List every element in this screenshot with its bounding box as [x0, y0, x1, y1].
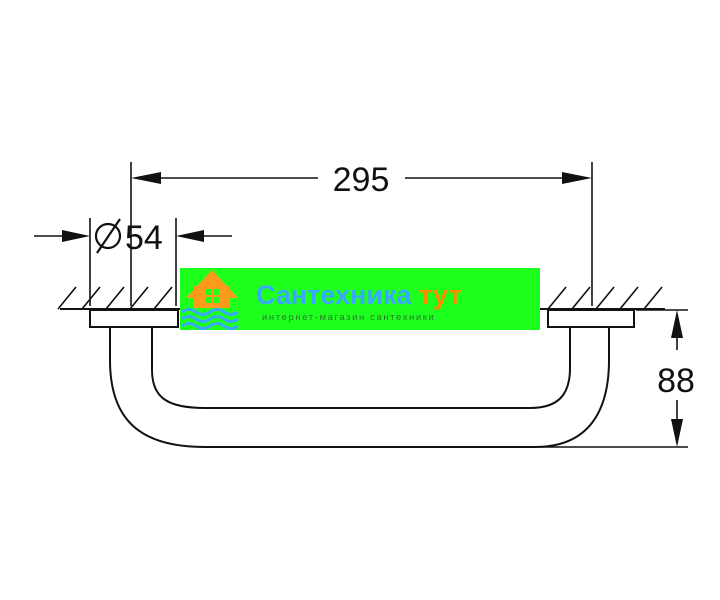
mounting-flange-right: [547, 309, 635, 328]
dimension-length: [130, 162, 593, 306]
diameter-dimension-label: 54: [125, 219, 163, 257]
dimension-diameter: [34, 218, 232, 306]
mounting-flange-left: [89, 309, 179, 328]
arrowhead-diameter-left: [62, 230, 90, 242]
grab-bar-body: [109, 327, 610, 448]
watermark-title-accent: тут: [419, 280, 461, 310]
watermark-title: Сантехника тут: [256, 280, 461, 310]
watermark-background: [180, 268, 540, 330]
arrowhead-diameter-right: [176, 230, 204, 242]
dimension-depth: [540, 309, 688, 448]
water-waves-icon: [181, 308, 239, 330]
arrowhead-right: [562, 172, 592, 184]
arrowhead-bottom: [671, 419, 683, 447]
store-watermark-banner: Сантехника тут интернет-магазин сантехни…: [180, 268, 540, 330]
watermark-subtitle: интернет-магазин сантехники: [262, 312, 435, 323]
watermark-title-main: Сантехника: [256, 280, 419, 310]
length-dimension-label: 295: [333, 161, 390, 199]
arrowhead-top: [671, 310, 683, 338]
arrowhead-left: [131, 172, 161, 184]
depth-dimension-label: 88: [657, 362, 695, 400]
wall-hatching: [57, 286, 663, 310]
house-logo-icon: [186, 270, 238, 308]
diameter-symbol-icon: [94, 218, 122, 254]
